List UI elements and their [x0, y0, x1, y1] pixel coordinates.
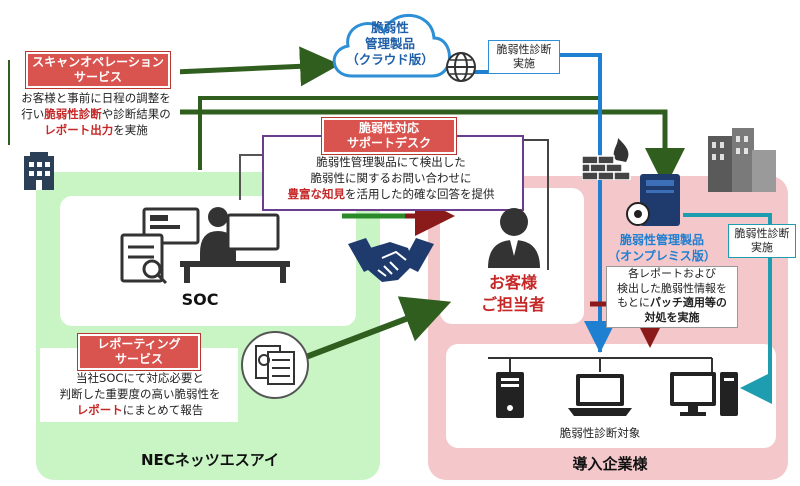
firewall-icon [582, 138, 631, 180]
scan-desc-line3: レポート出力を実施 [14, 122, 178, 138]
scan-desc-line3-post: を実施 [113, 123, 148, 137]
support-desc-line3: 豊富な知見を活用した的確な回答を提供 [266, 186, 516, 202]
reporting-desc-line1: 当社SOCにて対応必要と [76, 371, 204, 385]
customer-person-label: お客様 ご担当者 [458, 270, 568, 318]
customer-company-label: 導入企業様 [572, 454, 648, 473]
scan-desc-line3-red: レポート出力 [44, 123, 114, 137]
onprem-product-line1: 脆弱性管理製品 [619, 233, 704, 247]
scan-desc-line1: お客様と事前に日程の調整を [21, 91, 171, 105]
scan-desc-line2: 行い脆弱性診断や診断結果の [14, 106, 178, 122]
support-title-line2: サポートデスク [346, 136, 431, 150]
desktop-pc-icon [670, 372, 738, 416]
cloud-diag-label: 脆弱性診断 実施 [488, 40, 560, 74]
scan-title-line2: サービス [73, 70, 122, 84]
onprem-action-box: 各レポートおよび 検出した脆弱性情報を もとにパッチ適用等の 対処を実施 [606, 266, 738, 328]
reporting-desc-line2: 判断した重要度の高い脆弱性を [59, 387, 221, 401]
reporting-service-desc: 当社SOCにて対応必要と 判断した重要度の高い脆弱性を レポートにまとめて報告 [44, 370, 236, 420]
scan-desc-line2-pre: 行い [21, 107, 45, 121]
scan-service-title: スキャンオペレーション サービス [25, 51, 171, 89]
scan-desc-line2-red: 脆弱性診断 [44, 107, 102, 121]
reporting-desc-line3-red: レポート [76, 403, 123, 417]
support-title-line1: 脆弱性対応 [358, 121, 419, 135]
onprem-action-line3-pre: もとに [617, 296, 650, 309]
support-desc-line2: 脆弱性に関するお問い合わせに [310, 171, 472, 185]
onprem-action-line4: 対処を実施 [644, 310, 700, 324]
globe-icon [446, 52, 476, 82]
scan-desc-line2-post: や診断結果の [101, 107, 171, 121]
support-desc-line3-red: 豊富な知見 [287, 187, 346, 201]
customer-person-line2: ご担当者 [480, 295, 545, 314]
reporting-desc-line3: レポートにまとめて報告 [44, 402, 236, 418]
nec-label: NECネッツエスアイ [140, 450, 280, 469]
onprem-action-line2: 検出した脆弱性情報を [617, 281, 727, 295]
support-desc-line1: 脆弱性管理製品にて検出した [316, 155, 466, 169]
onprem-action-line3-bold: パッチ適用等の [649, 296, 727, 309]
support-desk-desc: 脆弱性管理製品にて検出した 脆弱性に関するお問い合わせに 豊富な知見を活用した的… [266, 154, 516, 204]
cloud-product-line3: （クラウド版） [346, 52, 434, 67]
reporting-title-line1: レポーティング [97, 337, 181, 351]
scan-title-line1: スキャンオペレーション [32, 55, 164, 69]
cloud-icon [332, 14, 451, 78]
reporting-service-title: レポーティング サービス [77, 333, 201, 371]
tower-server-icon [496, 372, 524, 418]
laptop-icon [568, 374, 632, 416]
cloud-diag-line1: 脆弱性診断 [496, 43, 552, 56]
onprem-product-line2: （オンプレミス版） [608, 249, 716, 263]
cloud-product-label: 脆弱性 管理製品 （クラウド版） [340, 14, 440, 74]
support-desk-title: 脆弱性対応 サポートデスク [321, 117, 457, 155]
reporting-desc-line3-post: にまとめて報告 [122, 403, 204, 417]
onprem-diag-line2: 実施 [751, 241, 773, 254]
onprem-action-line3: もとにパッチ適用等の [607, 296, 737, 311]
onprem-server-icon [626, 174, 680, 226]
handshake-icon [348, 238, 434, 282]
soc-operator-icon [120, 207, 290, 285]
customer-person-line1: お客様 [488, 273, 537, 292]
target-label: 脆弱性診断対象 [559, 426, 641, 440]
onprem-action-line1: 各レポートおよび [628, 267, 716, 280]
scan-service-desc: お客様と事前に日程の調整を 行い脆弱性診断や診断結果の レポート出力を実施 [14, 90, 178, 142]
soc-label: SOC [181, 289, 219, 309]
support-desc-line3-post: を活用した的確な回答を提供 [345, 187, 495, 201]
onprem-product-label: 脆弱性管理製品 （オンプレミス版） [606, 230, 718, 266]
office-building-icon [24, 152, 54, 190]
onprem-diag-line1: 脆弱性診断 [734, 227, 790, 240]
reporting-title-line2: サービス [114, 352, 163, 366]
onprem-diag-label: 脆弱性診断 実施 [728, 224, 796, 258]
cloud-product-line1: 脆弱性 [371, 20, 409, 35]
cloud-product-line2: 管理製品 [364, 36, 415, 51]
city-buildings-icon [708, 128, 776, 192]
cloud-diag-line2: 実施 [513, 57, 535, 70]
customer-person-icon [488, 208, 540, 268]
report-document-icon [241, 331, 309, 399]
